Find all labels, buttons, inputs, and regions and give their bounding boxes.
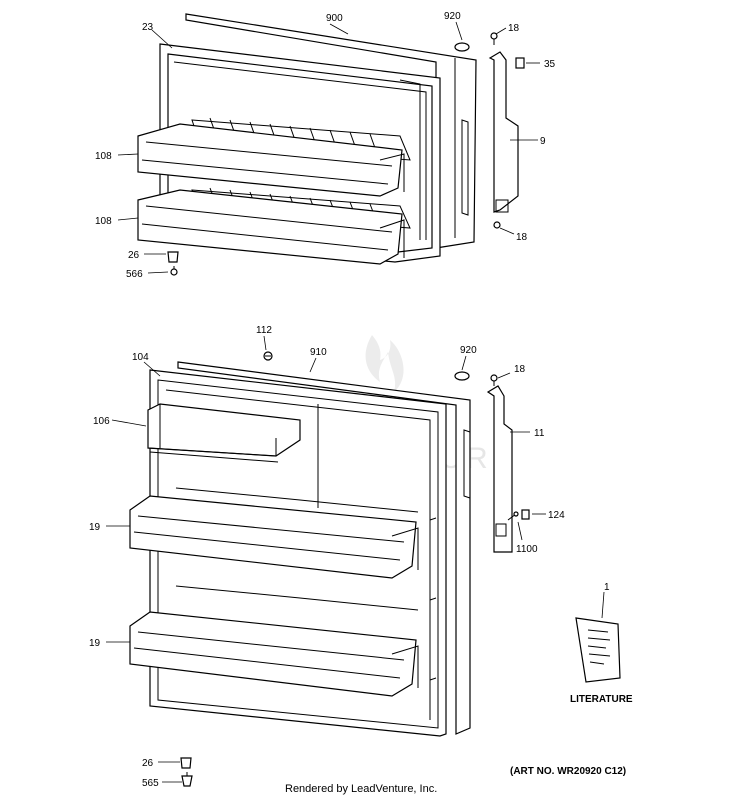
freezer-callout-leaders <box>117 21 540 274</box>
dairy-compartment-106 <box>147 403 301 463</box>
callout-1: 1 <box>604 582 610 593</box>
cap-920-lower <box>454 371 470 381</box>
callout-900: 900 <box>326 13 343 24</box>
callout-18-lower: 18 <box>514 364 526 375</box>
callout-106: 106 <box>93 416 110 427</box>
callout-108-upper: 108 <box>95 151 112 162</box>
freezer-door <box>137 13 525 276</box>
screw-1100 <box>507 511 519 521</box>
literature-label: LITERATURE <box>570 694 633 705</box>
plug-26 <box>167 251 179 263</box>
hinge-bracket-11 <box>486 385 513 553</box>
screw-566 <box>170 266 178 276</box>
plug-26-lower <box>180 757 192 769</box>
fresh-food-callout-leaders <box>106 335 605 783</box>
callout-11: 11 <box>534 428 545 439</box>
callout-566: 566 <box>126 269 143 280</box>
art-number: (ART NO. WR20920 C12) <box>510 766 626 777</box>
screw-112 <box>263 351 273 361</box>
callout-9: 9 <box>540 136 546 147</box>
literature-booklet <box>575 617 621 683</box>
screw-18-bottom <box>493 221 501 229</box>
callout-1100: 1100 <box>516 544 538 555</box>
callout-104: 104 <box>132 352 149 363</box>
callout-910: 910 <box>310 347 327 358</box>
screw-18-lower <box>490 374 498 386</box>
callout-920-upper: 920 <box>444 11 461 22</box>
callout-26-lower: 26 <box>142 758 154 769</box>
shelf-bin-108-upper <box>137 123 405 197</box>
hinge-bracket-9 <box>488 51 519 213</box>
shelf-bin-108-lower <box>137 189 405 265</box>
callout-565: 565 <box>142 778 159 789</box>
callout-18-upper-bottom: 18 <box>516 232 528 243</box>
callout-108-lower: 108 <box>95 216 112 227</box>
callout-19-lower: 19 <box>89 638 101 649</box>
clip-35 <box>515 57 525 69</box>
callout-112: 112 <box>256 325 272 336</box>
callout-920-lower: 920 <box>460 345 477 356</box>
callout-124: 124 <box>548 510 565 521</box>
callout-26-upper: 26 <box>128 250 140 261</box>
rendered-by-text: Rendered by LeadVenture, Inc. <box>285 783 437 795</box>
door-bin-19-lower <box>129 611 419 697</box>
door-bin-19-upper <box>129 495 419 579</box>
callout-23: 23 <box>142 22 154 33</box>
clip-124 <box>521 509 530 520</box>
cap-920 <box>454 42 470 52</box>
callout-19-upper: 19 <box>89 522 101 533</box>
fresh-food-door <box>129 351 530 787</box>
callout-35: 35 <box>544 59 556 70</box>
callout-18-upper-top: 18 <box>508 23 520 34</box>
screw-18-top <box>490 32 498 45</box>
screw-565 <box>181 772 193 787</box>
